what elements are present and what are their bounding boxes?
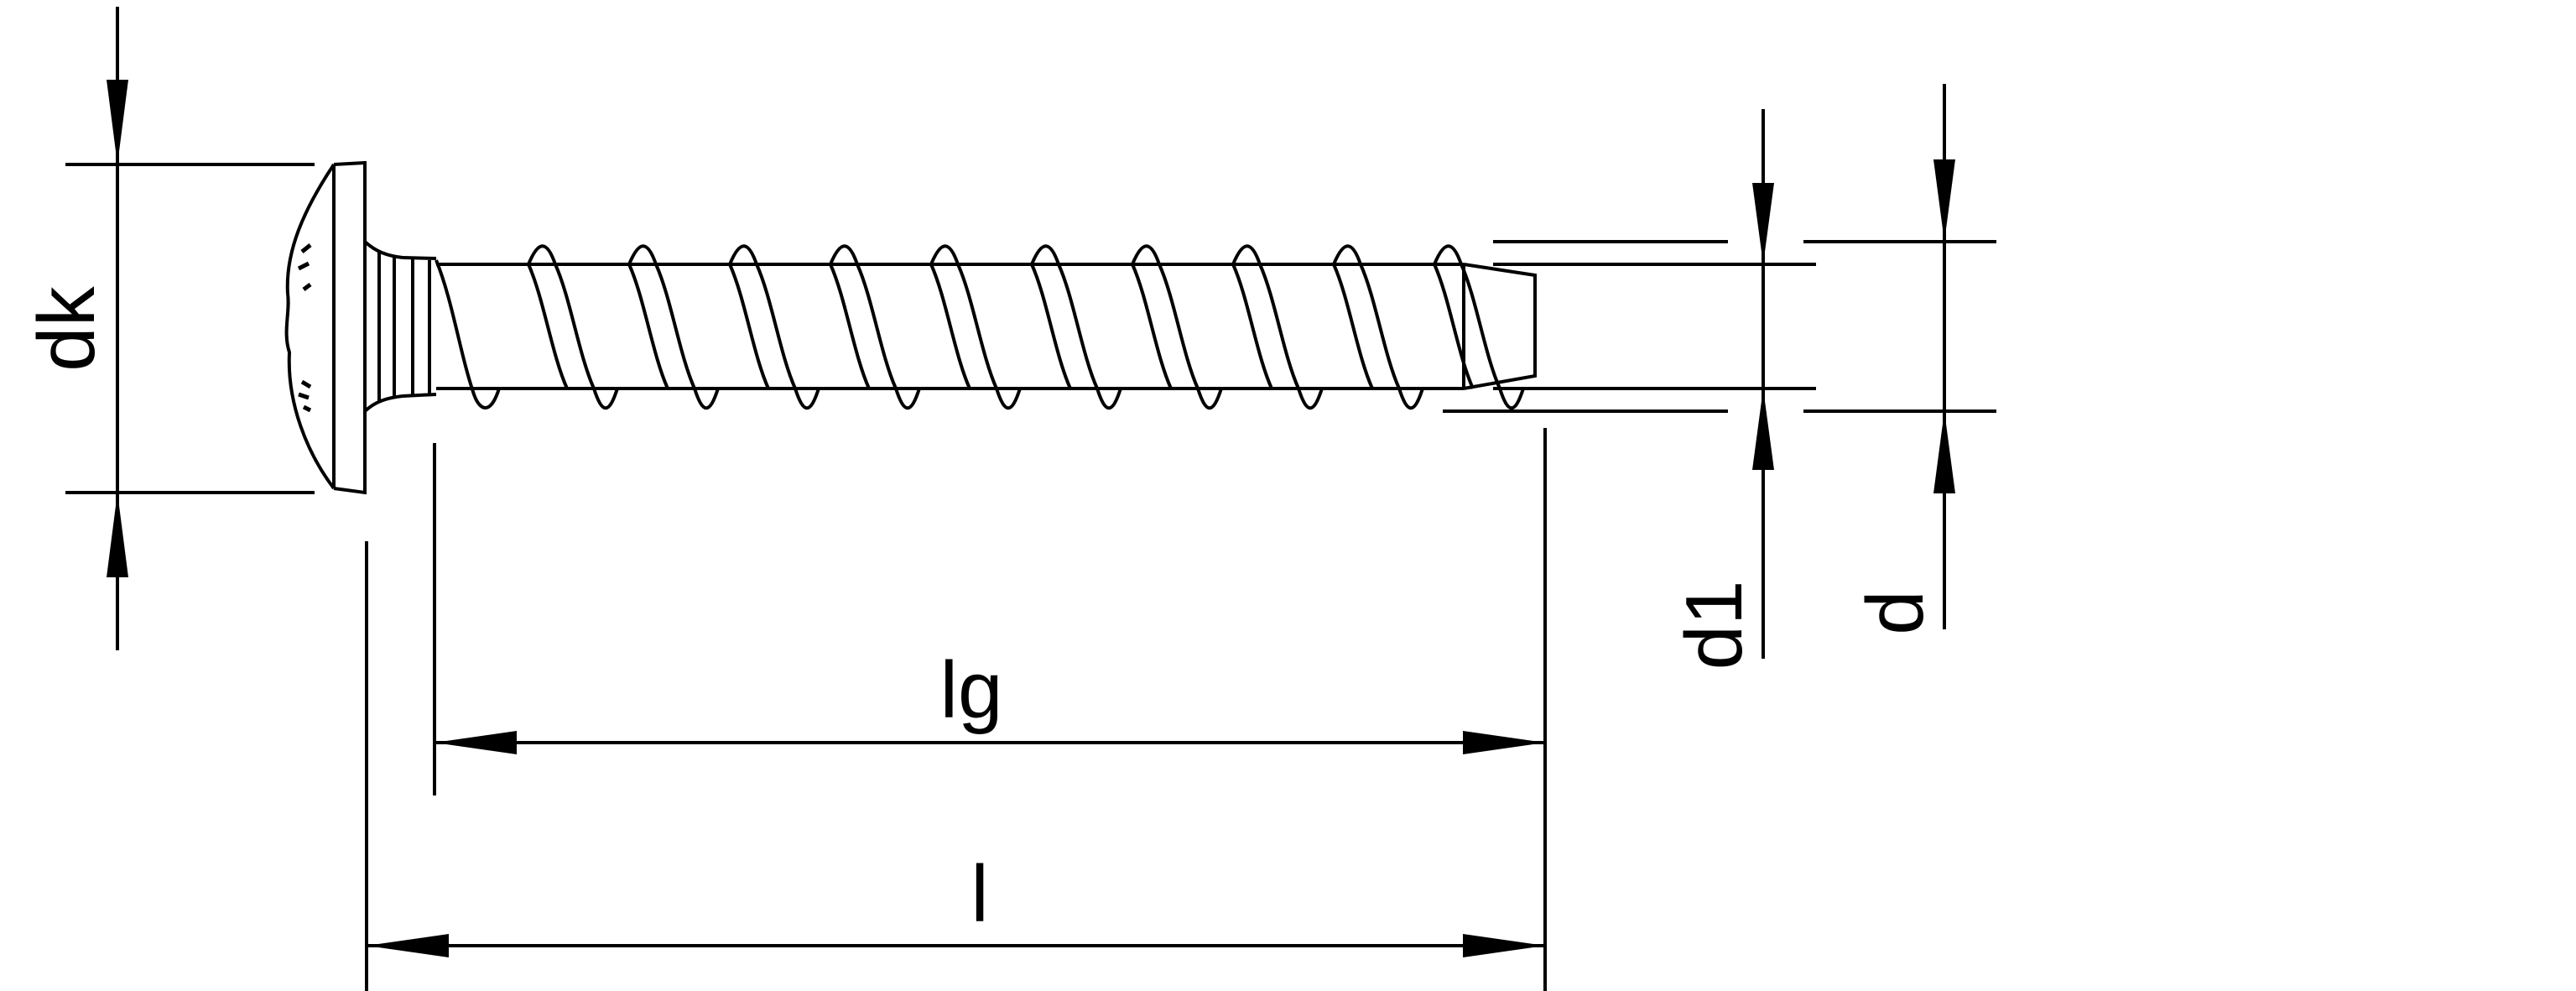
label-lg: lg	[940, 645, 1003, 735]
thread-turn	[1433, 244, 1525, 409]
thread-turn	[1231, 244, 1324, 409]
dimension-lg-arrows	[435, 731, 1545, 754]
dimension-l	[365, 428, 1547, 991]
dimension-d1-arrows	[1752, 183, 1774, 470]
thread-turn	[1332, 244, 1424, 409]
thread-turn	[1030, 244, 1122, 409]
screw-head	[284, 160, 403, 495]
dimension-lg	[433, 443, 1545, 795]
dimension-dk-arrows	[107, 80, 128, 577]
dimension-d	[1443, 84, 1996, 629]
label-d: d	[1850, 590, 1940, 634]
thread-turn	[829, 244, 921, 409]
dimension-l-arrows	[367, 934, 1545, 957]
thread-turn	[929, 244, 1022, 409]
thread-turn	[527, 244, 619, 409]
label-l: l	[971, 849, 988, 939]
thread-turns	[435, 244, 1525, 409]
label-dk: dk	[22, 285, 112, 371]
screw-shank	[377, 252, 1537, 403]
thread-lead	[435, 259, 501, 409]
thread-turn	[1131, 244, 1223, 409]
dimension-d-arrows	[1933, 159, 1955, 493]
thread-turn	[728, 244, 820, 409]
label-d1: d1	[1669, 581, 1759, 670]
thread-turn	[627, 244, 720, 409]
